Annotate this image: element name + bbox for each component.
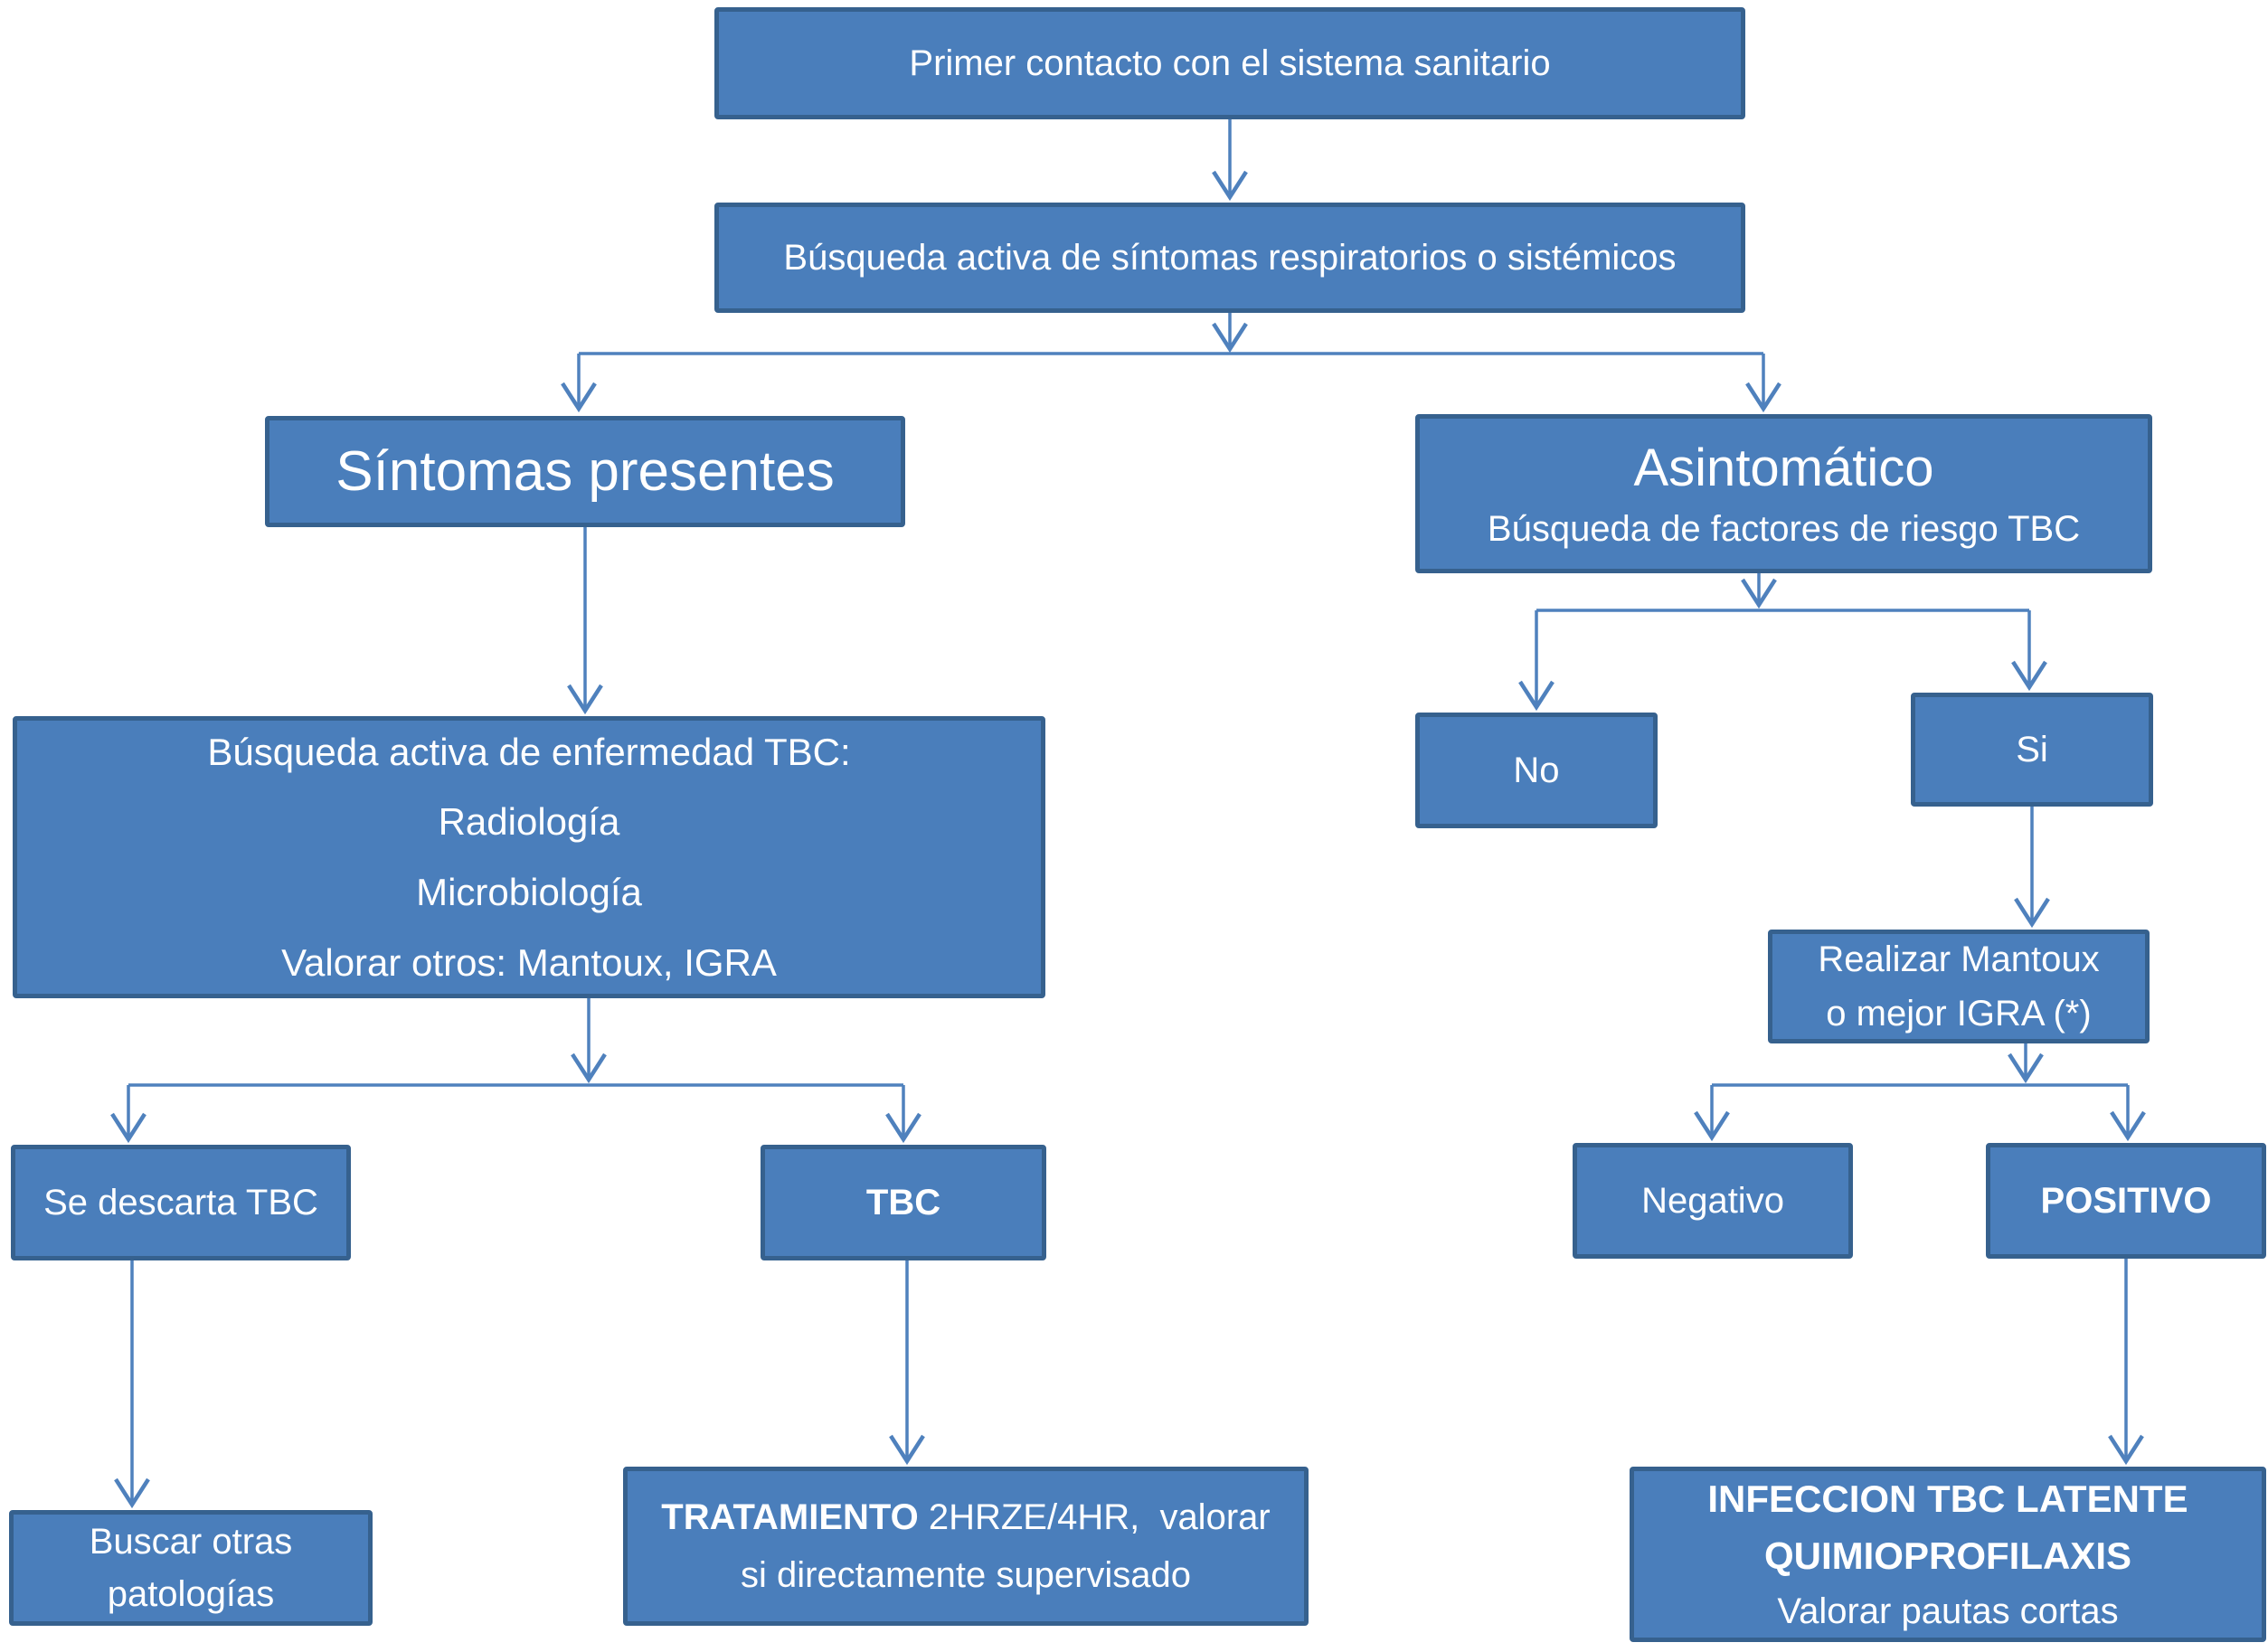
node-tratamiento-line1-rest: 2HRZE/4HR, valorar	[918, 1497, 1271, 1537]
node-positivo: POSITIVO	[1986, 1143, 2266, 1259]
node-busqueda-enfermedad: Búsqueda activa de enfermedad TBC: Radio…	[13, 716, 1045, 998]
node-primer-contacto-label: Primer contacto con el sistema sanitario	[909, 43, 1551, 83]
node-busqueda-sintomas-label: Búsqueda activa de síntomas respiratorio…	[783, 238, 1677, 278]
node-se-descarta-tbc-label: Se descarta TBC	[43, 1183, 318, 1222]
node-si-label: Si	[2016, 730, 2048, 769]
node-infeccion-latente-line1: INFECCION TBC LATENTE	[1707, 1477, 2188, 1520]
node-sintomas-presentes: Síntomas presentes	[265, 416, 905, 527]
node-asintomatico-subtitle: Búsqueda de factores de riesgo TBC	[1487, 509, 2081, 550]
node-busqueda-enfermedad-line: Microbiología	[416, 871, 642, 913]
node-tratamiento-line2: si directamente supervisado	[740, 1555, 1192, 1595]
node-realizar-mantoux-line: o mejor IGRA (*)	[1826, 994, 2092, 1034]
node-sintomas-presentes-label: Síntomas presentes	[335, 439, 835, 503]
node-tratamiento-line1: TRATAMIENTO 2HRZE/4HR, valorar	[661, 1488, 1270, 1546]
node-se-descarta-tbc: Se descarta TBC	[11, 1145, 351, 1260]
node-tratamiento-keyword: TRATAMIENTO	[661, 1497, 919, 1537]
node-infeccion-latente-line3: Valorar pautas cortas	[1777, 1591, 2119, 1631]
node-buscar-otras-line: patologías	[107, 1574, 275, 1614]
node-no-label: No	[1513, 750, 1560, 790]
node-asintomatico: Asintomático Búsqueda de factores de rie…	[1415, 414, 2152, 573]
node-infeccion-latente: INFECCION TBC LATENTE QUIMIOPROFILAXIS V…	[1630, 1467, 2266, 1642]
node-realizar-mantoux-line: Realizar Mantoux	[1818, 939, 2100, 979]
node-busqueda-sintomas: Búsqueda activa de síntomas respiratorio…	[714, 203, 1745, 313]
node-busqueda-enfermedad-line: Valorar otros: Mantoux, IGRA	[281, 940, 777, 984]
node-asintomatico-title: Asintomático	[1633, 438, 1934, 497]
node-realizar-mantoux: Realizar Mantoux o mejor IGRA (*)	[1768, 930, 2150, 1043]
node-si: Si	[1911, 693, 2153, 807]
node-busqueda-enfermedad-line: Búsqueda activa de enfermedad TBC:	[207, 730, 851, 773]
node-no: No	[1415, 713, 1658, 828]
node-infeccion-latente-line2: QUIMIOPROFILAXIS	[1763, 1534, 2131, 1577]
node-tbc: TBC	[761, 1145, 1046, 1260]
node-negativo: Negativo	[1573, 1143, 1853, 1259]
node-buscar-otras-line: Buscar otras	[89, 1522, 293, 1562]
node-buscar-otras: Buscar otras patologías	[9, 1510, 373, 1626]
node-tbc-label: TBC	[865, 1183, 941, 1222]
node-primer-contacto: Primer contacto con el sistema sanitario	[714, 7, 1745, 119]
node-positivo-label: POSITIVO	[2040, 1181, 2212, 1221]
node-busqueda-enfermedad-line: Radiología	[438, 800, 620, 844]
node-negativo-label: Negativo	[1641, 1181, 1784, 1221]
node-tratamiento: TRATAMIENTO 2HRZE/4HR, valorar si direct…	[623, 1467, 1309, 1626]
